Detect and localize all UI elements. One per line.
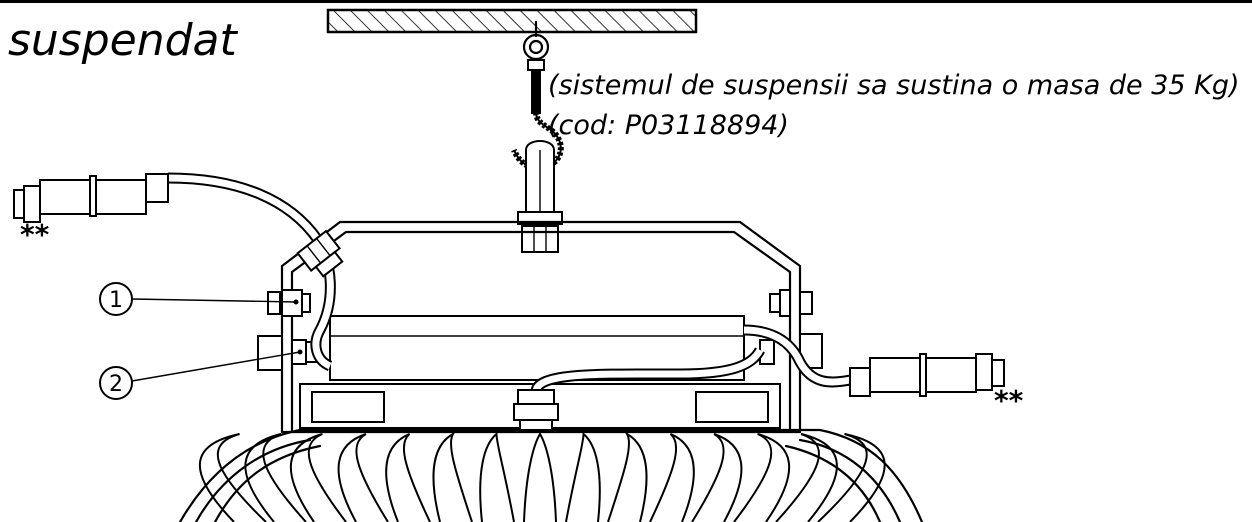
bolt-right-lower xyxy=(759,333,823,369)
ceiling xyxy=(326,8,698,34)
bolt-left-upper xyxy=(267,289,311,317)
heatsink xyxy=(178,428,924,522)
heatsink-fin xyxy=(198,433,267,522)
heatsink-fin xyxy=(565,431,601,522)
heatsink-fin xyxy=(337,433,389,522)
bolt-left-lower xyxy=(257,335,317,371)
heatsink-fin xyxy=(691,433,743,522)
page-title: suspendat xyxy=(8,15,239,66)
heatsink-fin xyxy=(244,433,307,522)
cable-right xyxy=(743,324,852,388)
heatsink-fin xyxy=(432,431,473,522)
heatsink-fin xyxy=(649,433,695,522)
suspension-note: (sistemul de suspensii sa sustina o masa… xyxy=(548,70,1240,101)
heatsink-fin xyxy=(733,433,791,522)
connector-right xyxy=(849,353,1005,397)
heatsink-fin xyxy=(385,433,431,522)
marker-right: ** xyxy=(994,384,1024,417)
heatsink-fin xyxy=(817,433,886,522)
marker-left: ** xyxy=(20,218,50,251)
cable-left xyxy=(167,172,336,372)
cable-center xyxy=(530,347,765,394)
callout-1: 1 xyxy=(99,282,299,316)
code-note: (cod: P03118894) xyxy=(548,110,789,141)
callout-2-label: 2 xyxy=(109,372,123,397)
heatsink-fin xyxy=(607,431,648,522)
heatsink-fin xyxy=(479,431,515,522)
heatsink-fin xyxy=(289,433,347,522)
heatsink-fin xyxy=(523,432,557,522)
bolt-right-upper xyxy=(769,289,813,317)
heatsink-fin xyxy=(775,433,838,522)
cable-gland-bottom xyxy=(513,389,559,431)
callout-1-label: 1 xyxy=(109,288,123,313)
cable-gland-top xyxy=(296,229,344,278)
callout-2: 2 xyxy=(99,349,303,400)
connector-left xyxy=(13,173,169,223)
